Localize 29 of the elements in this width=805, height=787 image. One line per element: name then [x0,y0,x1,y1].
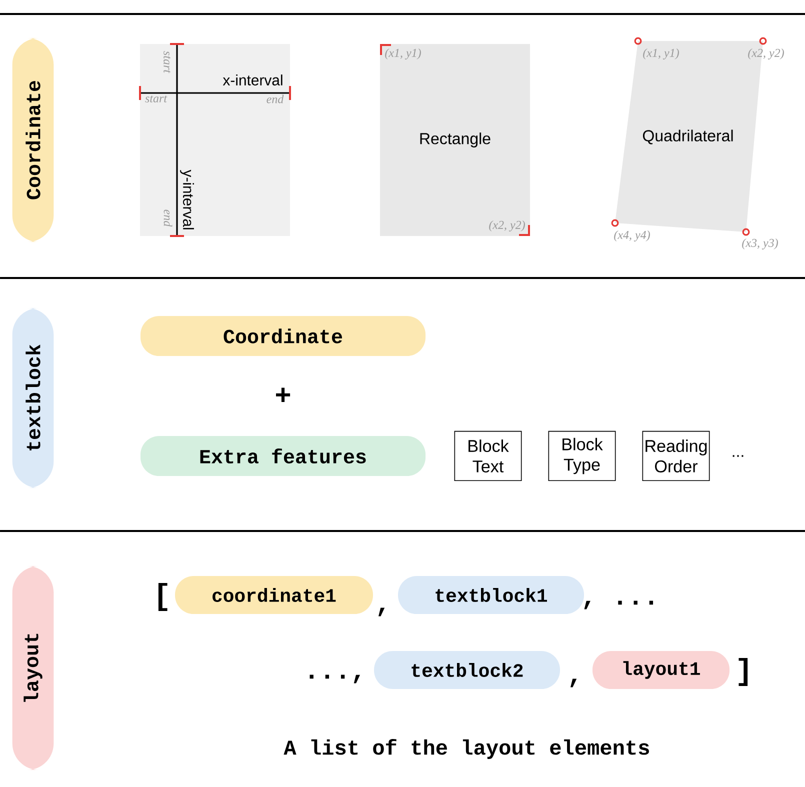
pill: layout1 [592,651,730,689]
separator: ..., [310,674,360,684]
comma: , [378,608,385,616]
axis-label: end [266,94,284,104]
pill: textblock2 [374,651,560,689]
coordinate-label: (x1, y1) [385,48,421,60]
side-label: layout [12,566,54,770]
pill: Extra features [140,436,426,476]
pill: Coordinate [140,316,426,356]
feature-box: Block Type [548,430,616,482]
side-label: textblock [12,308,54,488]
plus-sign: + [276,388,290,402]
caption: A list of the layout elements [284,739,649,759]
comma: , [570,678,577,688]
separator: , ... [584,600,654,610]
ellipsis: ... [732,455,744,457]
feature-box: Block Text [454,430,522,482]
axis-label: start [164,51,170,74]
axis-label: x-interval [222,74,282,86]
axis-label: end [164,210,172,227]
coordinate-label: (x3, y3) [742,238,778,250]
coordinate-label: (x2, y2) [489,220,525,232]
side-label: Coordinate [12,38,54,242]
feature-box: Reading Order [642,430,710,482]
shape-label: Rectangle [420,132,490,148]
axis-label: start [145,96,168,102]
pill: textblock1 [398,576,584,614]
pill: coordinate1 [175,576,373,614]
axis-label: y-interval [180,170,194,230]
